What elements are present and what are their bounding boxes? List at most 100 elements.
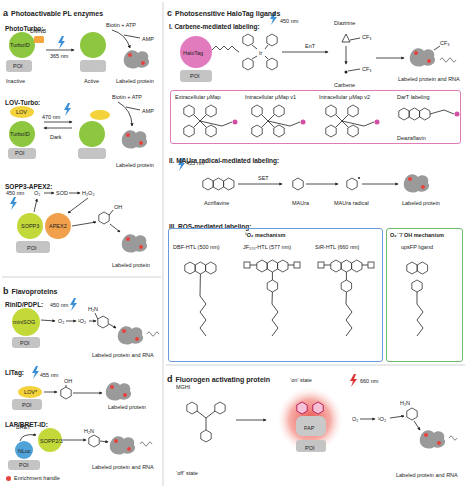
ros-ligand-structures bbox=[368, 262, 374, 268]
ros-ligand-structures bbox=[272, 292, 278, 336]
structure-box: O₂˙⁻/˙OH mechanismupsFP ligand bbox=[386, 228, 463, 362]
structure-caption: SiR-HTL (660 nm) bbox=[315, 244, 359, 250]
ros-ligand-structures bbox=[257, 260, 267, 272]
fap-scheme bbox=[449, 436, 457, 440]
panel-divider bbox=[166, 365, 465, 366]
phototurbo-scheme bbox=[124, 35, 140, 38]
ir-photocatalyst-structures bbox=[375, 120, 380, 125]
maura-scheme bbox=[362, 184, 398, 185]
litag-scheme bbox=[12, 399, 42, 410]
figure-label: CF₃ bbox=[440, 40, 450, 46]
figure-label: H₂O₂ bbox=[82, 190, 95, 196]
maura-scheme bbox=[293, 178, 303, 190]
figure-label: O₂ bbox=[58, 318, 64, 324]
litag-scheme bbox=[73, 393, 102, 394]
section-heading: LITag: bbox=[5, 369, 24, 376]
fap-scheme bbox=[215, 402, 225, 414]
lov-turbo-scheme bbox=[44, 128, 72, 129]
litag-scheme bbox=[44, 392, 57, 393]
ir-photocatalyst-structures bbox=[420, 108, 430, 120]
structure-caption: JF₅₇₀-HTL (577 nm) bbox=[243, 244, 291, 250]
figure-label: POI bbox=[190, 73, 199, 79]
structure-caption: Intracellular μMap v1 bbox=[245, 94, 296, 100]
carbene-scheme bbox=[282, 52, 328, 53]
method-section: RinID/PDPL: bbox=[2, 292, 160, 360]
ros-ligand-structures bbox=[407, 262, 417, 274]
ros-ligand-structures bbox=[244, 262, 250, 268]
figure-label: LOV bbox=[16, 109, 27, 115]
figure-label: Biotin + ATP bbox=[106, 22, 136, 28]
lov-turbo-scheme bbox=[78, 148, 106, 159]
litag-scheme bbox=[106, 382, 131, 400]
lov-turbo-scheme bbox=[64, 103, 71, 116]
panel-divider bbox=[163, 2, 164, 486]
sopp3-apex2-scheme bbox=[109, 210, 113, 215]
figure-label: DMNB bbox=[30, 28, 46, 34]
sopp3-apex2-scheme bbox=[10, 193, 147, 253]
lap-bret-scheme bbox=[89, 435, 99, 447]
ros-ligand-structures bbox=[331, 260, 341, 272]
carbene-scheme bbox=[267, 58, 277, 70]
ir-photocatalyst-structures bbox=[206, 105, 216, 117]
figure-label: O₂ bbox=[34, 190, 40, 196]
phototurbo-scheme bbox=[112, 30, 130, 48]
sopp3-apex2-scheme bbox=[110, 224, 120, 232]
carbene-scheme bbox=[345, 71, 348, 74]
figure-label: 365 nm bbox=[50, 53, 68, 59]
structure-caption: Deazaflavin bbox=[397, 135, 426, 141]
figure-label: FAP bbox=[304, 425, 314, 431]
ros-ligand-structures bbox=[318, 262, 324, 268]
carbene-scheme bbox=[440, 58, 456, 62]
figure-label: CF₃ bbox=[362, 66, 372, 72]
lov-turbo-scheme bbox=[8, 148, 36, 159]
figure-label: APEX2 bbox=[49, 223, 67, 229]
method-section: III. ROS-mediated labeling:¹O₂ mechanism… bbox=[166, 214, 465, 364]
figure-label: 450 nm bbox=[6, 190, 24, 196]
fap-scheme bbox=[187, 374, 457, 454]
figure-label: 470 nm bbox=[42, 114, 60, 120]
figure-label: Labeled protein bbox=[108, 404, 146, 410]
ros-ligand-structures bbox=[346, 292, 352, 336]
figure-label: POI bbox=[13, 63, 22, 69]
figure-label: 455 nm bbox=[186, 160, 204, 166]
ir-photocatalyst-structures bbox=[194, 115, 232, 127]
phototurbo-scheme bbox=[46, 50, 74, 51]
legend-swatch bbox=[6, 476, 11, 481]
ros-ligand-structures bbox=[278, 260, 288, 272]
rinid-scheme bbox=[41, 320, 55, 321]
panel-divider bbox=[2, 277, 161, 278]
rinid-scheme bbox=[66, 321, 76, 322]
ir-photocatalyst-structures bbox=[184, 105, 194, 117]
figure-label: Labeled protein bbox=[116, 162, 154, 168]
figure-label: ¹O₂ bbox=[78, 318, 86, 324]
ros-ligand-structures bbox=[267, 260, 277, 272]
carbene-scheme bbox=[180, 36, 212, 68]
rinid-scheme bbox=[12, 308, 40, 336]
ir-photocatalyst-structures bbox=[252, 105, 262, 117]
figure-label: CF₃ bbox=[362, 34, 372, 40]
figure-label: Labeled protein bbox=[402, 200, 440, 206]
ir-photocatalyst-structures bbox=[348, 105, 358, 117]
figure-label: MGHI bbox=[176, 384, 190, 390]
ir-photocatalyst-structures bbox=[206, 125, 216, 137]
figure-label: POI bbox=[22, 402, 31, 408]
carbene-scheme bbox=[410, 48, 435, 66]
figure-label: BRET bbox=[16, 424, 31, 430]
figure-label: TurboID bbox=[10, 131, 30, 137]
lov-turbo-scheme bbox=[44, 122, 72, 123]
lov-turbo-scheme bbox=[126, 107, 140, 110]
litag-scheme bbox=[61, 387, 71, 399]
structure-caption: Extracellular μMap bbox=[175, 94, 221, 100]
ros-ligand-structures bbox=[417, 262, 427, 274]
ir-photocatalyst-structures bbox=[348, 125, 358, 137]
structure-caption: DBF-HTL (500 nm) bbox=[173, 244, 220, 250]
ir-photocatalyst-structures bbox=[430, 110, 454, 114]
figure-label: miniSOG bbox=[13, 319, 35, 325]
figure-label: MAUra radical bbox=[334, 200, 369, 206]
carbene-scheme bbox=[212, 46, 239, 52]
maura-scheme bbox=[347, 178, 357, 190]
ros-ligand-structures bbox=[200, 274, 206, 336]
ir-photocatalyst-structures bbox=[274, 105, 284, 117]
phototurbo-scheme bbox=[80, 60, 106, 72]
